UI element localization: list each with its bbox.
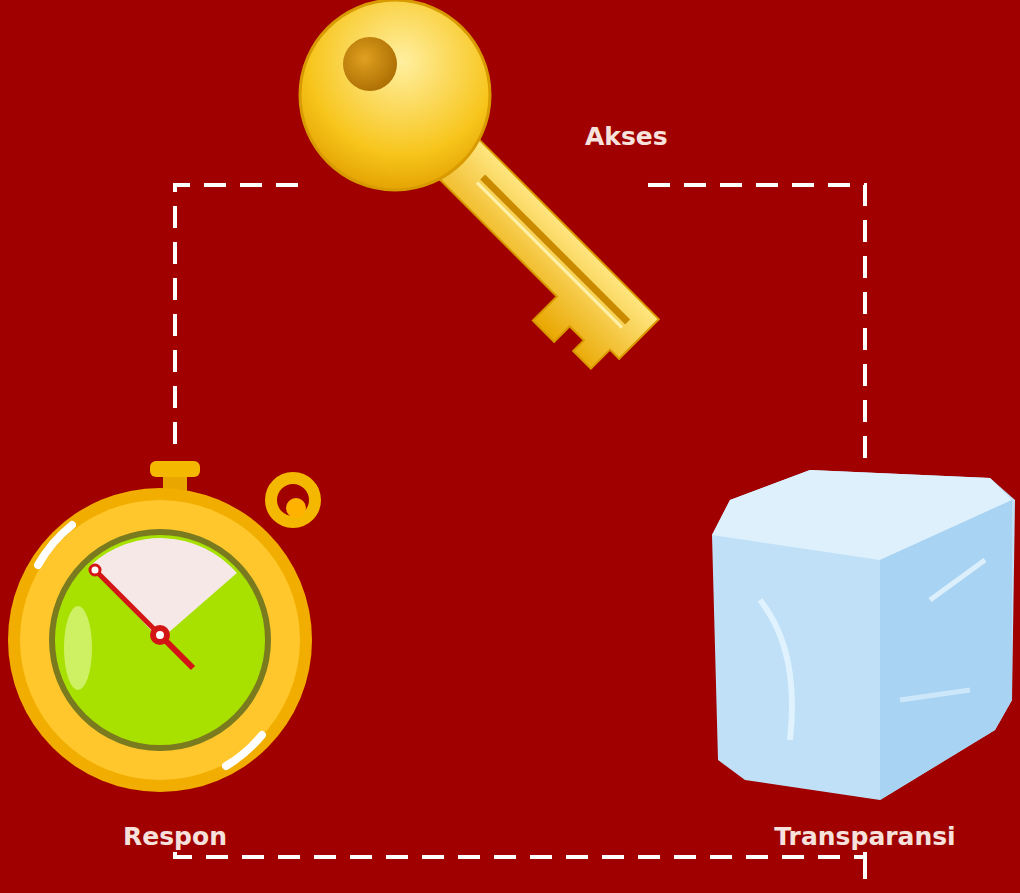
dashed-connector	[648, 185, 865, 470]
icon-node: Transparansi	[707, 470, 1020, 852]
node-label: Transparansi	[774, 822, 955, 852]
node-label: Akses	[585, 122, 668, 152]
dashed-tail	[863, 857, 867, 893]
key-icon	[261, 0, 706, 406]
dashed-connector	[175, 185, 298, 458]
ice-cube-icon	[712, 470, 1015, 800]
dashed-connector	[175, 852, 865, 857]
node-label: Respon	[123, 822, 227, 852]
icon-node: Respon	[15, 458, 335, 852]
icon-node: Akses	[298, 5, 648, 350]
stopwatch-icon	[8, 461, 315, 792]
